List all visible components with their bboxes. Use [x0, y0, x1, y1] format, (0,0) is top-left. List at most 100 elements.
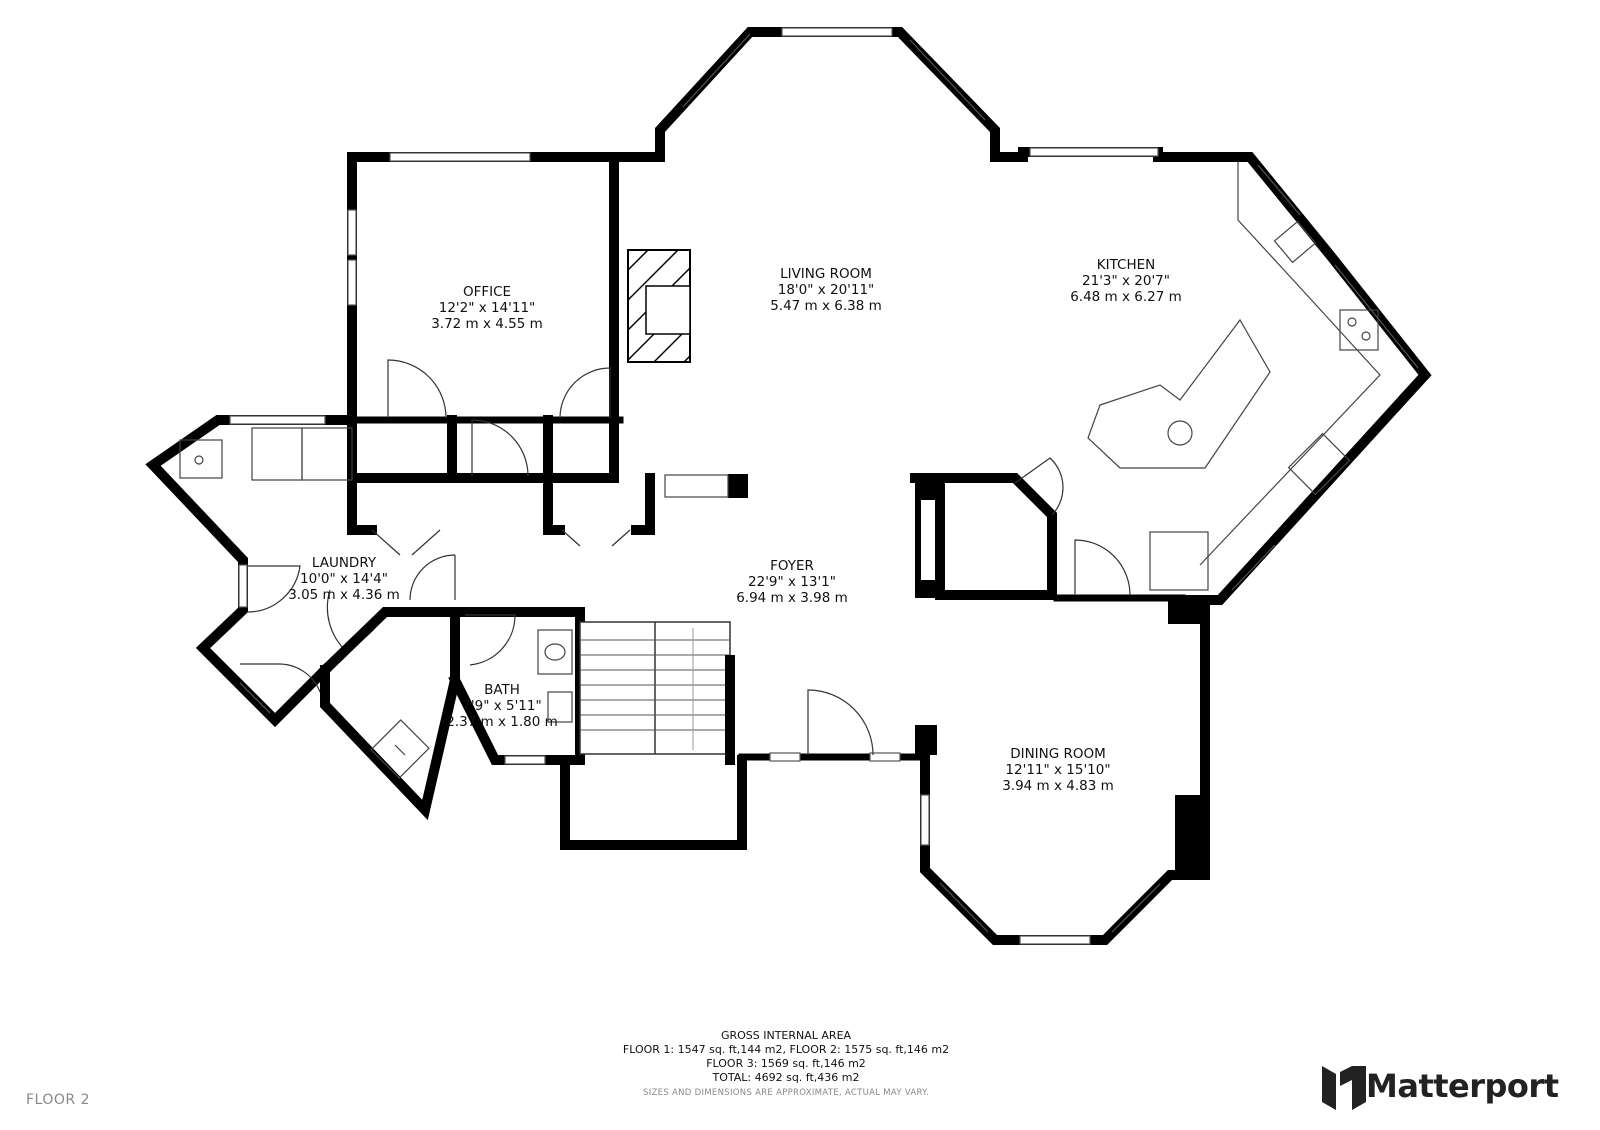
kitchen-window-3: [1231, 544, 1276, 591]
dining-window-bottom: [1019, 935, 1091, 945]
room-imperial: 12'11" x 15'10": [1005, 762, 1111, 778]
laundry-bifold-door: [371, 529, 441, 556]
dining-window-lower-right: [1111, 883, 1161, 933]
pantry-door: [1014, 457, 1064, 516]
fireplace-hearth: [645, 285, 691, 335]
room-name: OFFICE: [462, 284, 512, 300]
front-door: [807, 689, 874, 756]
room-label-foyer: FOYER 22'9" x 13'1" 6.94 m x 3.98 m: [736, 558, 848, 606]
dryer: [301, 427, 353, 481]
area-total: TOTAL: 4692 sq. ft,436 m2: [712, 1071, 860, 1084]
closet-bifold-door: [561, 529, 631, 547]
shower-walls: [317, 607, 460, 821]
room-imperial: 10'0" x 14'4": [300, 571, 388, 587]
room-label-office: OFFICE 12'2" x 14'11" 3.72 m x 4.55 m: [431, 284, 543, 332]
washer: [251, 427, 303, 481]
kitchen-appliance: [1273, 220, 1317, 264]
stair-treads: [580, 639, 730, 731]
dining-window-left: [920, 794, 930, 846]
laundry-window-top: [229, 415, 326, 425]
stairs: [560, 621, 747, 850]
dining-window-lower-left: [939, 882, 989, 933]
kitchen-door-glass: [1029, 147, 1159, 157]
laundry-hall-door: [409, 554, 456, 601]
room-metric: 2.37 m x 1.80 m: [446, 714, 558, 730]
living-window-top: [781, 27, 893, 37]
area-heading: GROSS INTERNAL AREA: [720, 1029, 852, 1042]
laundry-window-left: [238, 564, 248, 608]
matterport-logo-icon: [1322, 1066, 1366, 1110]
room-label-living-room: LIVING ROOM 18'0" x 20'11" 5.47 m x 6.38…: [770, 266, 882, 314]
area-line-1: FLOOR 1: 1547 sq. ft,144 m2, FLOOR 2: 15…: [622, 1043, 950, 1056]
room-metric: 3.05 m x 4.36 m: [288, 587, 400, 603]
island-sink: [1167, 420, 1193, 446]
area-line-2: FLOOR 3: 1569 sq. ft,146 m2: [706, 1057, 866, 1070]
room-name: LIVING ROOM: [780, 266, 872, 282]
room-name: LAUNDRY: [311, 555, 377, 571]
room-metric: 5.47 m x 6.38 m: [770, 298, 882, 314]
entry-sidelight-left: [769, 752, 801, 762]
laundry-walls: [145, 415, 456, 728]
bath-walls: [448, 607, 585, 765]
room-metric: 6.94 m x 3.98 m: [736, 590, 848, 606]
kitchen-cooktop: [1287, 432, 1351, 496]
room-name: KITCHEN: [1096, 257, 1156, 273]
office-window-top: [389, 152, 531, 162]
living-window-left: [682, 33, 751, 108]
kitchen-island: [1087, 318, 1271, 469]
dining-solid-bottom: [1175, 795, 1205, 875]
room-imperial: 7'9" x 5'11": [462, 698, 542, 714]
office-window-left-1: [347, 209, 357, 256]
area-disclaimer: SIZES AND DIMENSIONS ARE APPROXIMATE, AC…: [643, 1088, 929, 1098]
laundry-door-left: [246, 565, 301, 613]
gross-internal-area: GROSS INTERNAL AREA FLOOR 1: 1547 sq. ft…: [623, 1029, 949, 1100]
living-window-right: [909, 39, 986, 121]
hall-closets: [347, 415, 655, 547]
bath-window: [504, 755, 546, 765]
dining-room-walls: [920, 595, 1210, 945]
entry-wall: [738, 689, 937, 762]
room-name: FOYER: [770, 558, 814, 574]
room-label-laundry: LAUNDRY 10'0" x 14'4" 3.05 m x 4.36 m: [288, 555, 400, 603]
laundry-door-bottom: [240, 663, 321, 693]
office-closet-door: [559, 367, 611, 419]
kitchen-walls: [1018, 147, 1432, 605]
brand: Matterport: [1322, 1064, 1559, 1108]
pantry-opening: [921, 500, 935, 580]
kitchen-side-door: [1074, 539, 1131, 596]
room-metric: 3.94 m x 4.83 m: [1002, 778, 1114, 794]
living-room-walls: [609, 27, 1028, 498]
kitchen-counter: [1199, 162, 1381, 566]
room-imperial: 22'9" x 13'1": [748, 574, 836, 590]
entry-column: [915, 725, 937, 755]
shower: [370, 719, 430, 779]
room-imperial: 21'3" x 20'7": [1082, 273, 1170, 289]
room-imperial: 12'2" x 14'11": [438, 300, 536, 316]
room-metric: 3.72 m x 4.55 m: [431, 316, 543, 332]
logo-spacer: [1322, 1064, 1366, 1108]
kitchen-window-2: [1334, 264, 1419, 369]
hall-door: [471, 419, 529, 477]
room-name: DINING ROOM: [1010, 746, 1106, 762]
room-label-dining-room: DINING ROOM 12'11" x 15'10" 3.94 m x 4.8…: [1002, 746, 1114, 794]
living-bench: [664, 474, 729, 498]
room-label-bath: BATH 7'9" x 5'11" 2.37 m x 1.80 m: [446, 682, 558, 730]
room-name: BATH: [484, 682, 520, 698]
brand-name: Matterport: [1366, 1067, 1559, 1105]
kitchen-sink: [1339, 309, 1379, 351]
pantry-walls: [910, 457, 1131, 600]
entry-sidelight-right: [869, 752, 901, 762]
floor-label: FLOOR 2: [26, 1092, 90, 1108]
room-label-kitchen: KITCHEN 21'3" x 20'7" 6.48 m x 6.27 m: [1070, 257, 1182, 305]
laundry-window-bottom: [239, 682, 271, 714]
kitchen-window-1: [1257, 164, 1301, 216]
office-walls: [347, 152, 624, 483]
dining-solid-top: [1168, 600, 1204, 624]
laundry-sink: [179, 439, 223, 479]
bath-sink: [544, 643, 566, 661]
room-metric: 6.48 m x 6.27 m: [1070, 289, 1182, 305]
bath-door: [465, 614, 516, 666]
toilet: [547, 691, 573, 723]
kitchen-fridge: [1149, 531, 1209, 591]
